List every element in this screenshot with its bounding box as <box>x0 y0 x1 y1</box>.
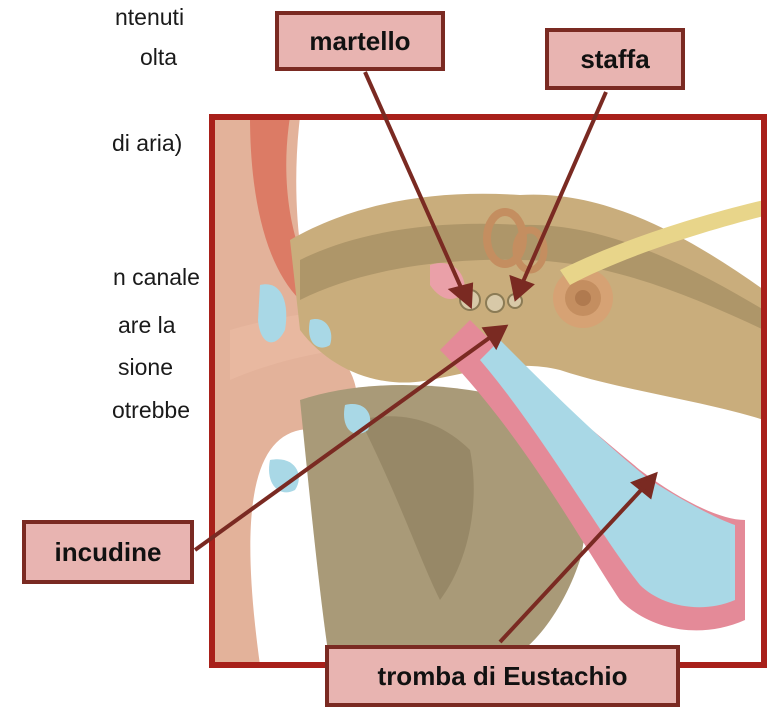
label-incudine: incudine <box>22 520 194 584</box>
label-martello: martello <box>275 11 445 71</box>
label-staffa: staffa <box>545 28 685 90</box>
ear-illustration <box>212 117 764 665</box>
label-tromba-di-eustachio: tromba di Eustachio <box>325 645 680 707</box>
